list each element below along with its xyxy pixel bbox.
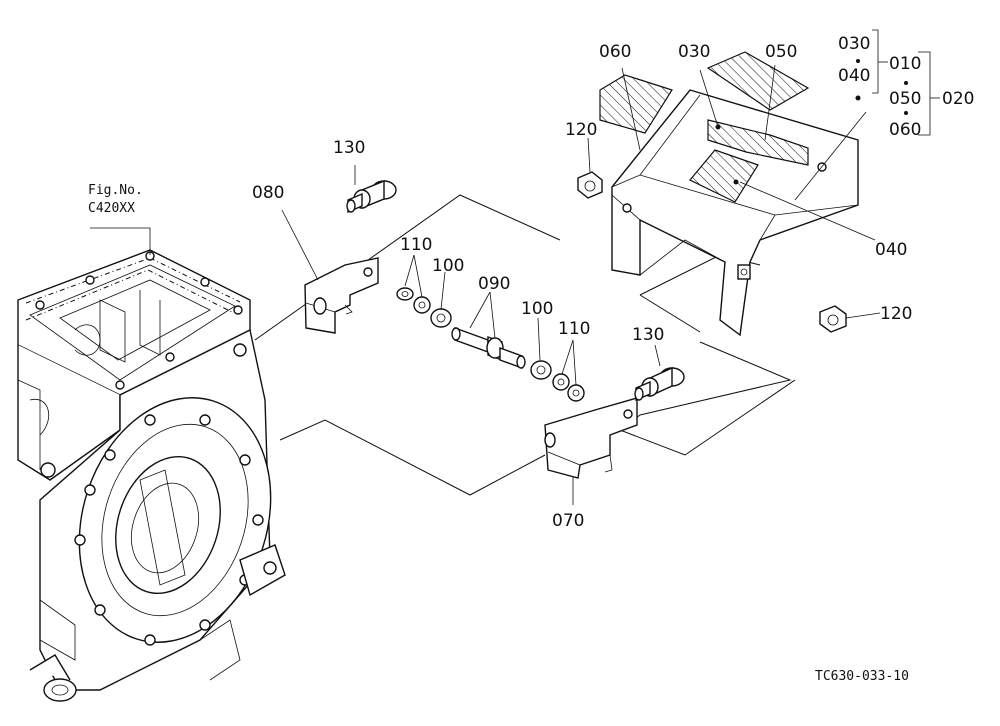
callout-020: 020	[942, 89, 974, 109]
callout-040-group: 040	[838, 66, 870, 86]
nut-120-right	[819, 305, 847, 333]
washers-right	[530, 360, 585, 402]
decal-060	[599, 74, 673, 134]
callout-130-left: 130	[333, 138, 365, 158]
nut-120-left	[577, 171, 603, 199]
callout-120-left: 120	[565, 120, 597, 140]
drawing-code: TC630-033-10	[815, 669, 909, 684]
callout-090: 090	[478, 274, 510, 294]
leader-lines	[90, 29, 940, 505]
bracket-080	[304, 257, 379, 334]
callout-120-right: 120	[880, 304, 912, 324]
bracket-070	[544, 397, 638, 479]
callout-010: 010	[889, 54, 921, 74]
screw-130-right	[634, 366, 685, 402]
callout-110-right: 110	[558, 319, 590, 339]
callout-130-right: 130	[632, 325, 664, 345]
callout-030-mid: 030	[678, 42, 710, 62]
callout-060-group: 060	[889, 120, 921, 140]
callout-080: 080	[252, 183, 284, 203]
callout-100-left: 100	[432, 256, 464, 276]
part-number-labels: Fig.No. C420XX 130 080 110 100 090 100 1…	[88, 34, 974, 684]
callout-040-right: 040	[875, 240, 907, 260]
cover-assembly	[611, 89, 859, 337]
callout-060-top: 060	[599, 42, 631, 62]
callout-050-top: 050	[765, 42, 797, 62]
stud-bolt-090	[451, 327, 526, 369]
fig-code: C420XX	[88, 201, 135, 216]
callout-100-right: 100	[521, 299, 553, 319]
callout-070: 070	[552, 511, 584, 531]
callout-110-left: 110	[400, 235, 432, 255]
decal-050	[706, 51, 810, 111]
callout-050-group: 050	[889, 89, 921, 109]
callout-030-group: 030	[838, 34, 870, 54]
screw-130-left	[346, 179, 397, 214]
fig-label: Fig.No.	[88, 183, 143, 198]
transmission-housing	[17, 249, 286, 702]
